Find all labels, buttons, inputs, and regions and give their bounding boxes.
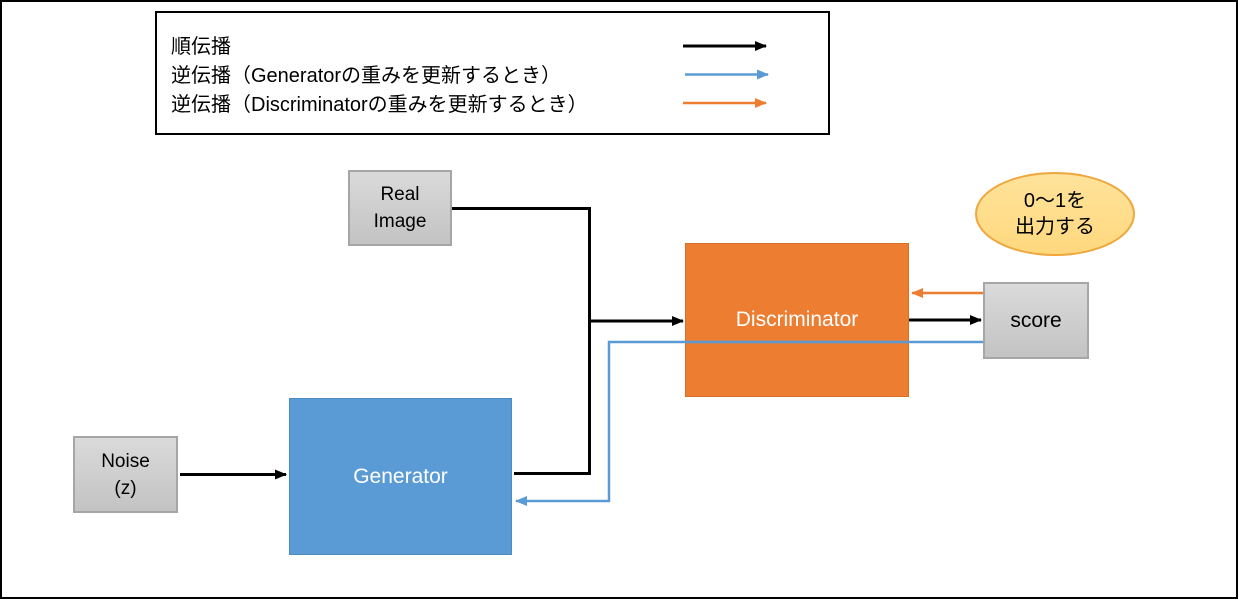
output-range-note-ellipse: 0～1を 出力する bbox=[975, 172, 1135, 256]
real-image-node: Real Image bbox=[348, 170, 452, 246]
output-note-line1: 0～1を bbox=[1023, 190, 1087, 212]
legend-box: 順伝播 逆伝播（Generatorの重みを更新するとき） 逆伝播（Discrim… bbox=[155, 11, 830, 135]
score-node: score bbox=[983, 282, 1089, 359]
noise-label-line2: (z) bbox=[114, 477, 137, 499]
discriminator-node: Discriminator bbox=[685, 243, 909, 397]
noise-label-line1: Noise bbox=[101, 450, 150, 472]
generator-label: Generator bbox=[353, 464, 448, 488]
noise-node: Noise (z) bbox=[73, 436, 178, 513]
real-image-label-line1: Real bbox=[380, 184, 420, 205]
real-image-label-line2: Image bbox=[373, 211, 427, 232]
legend-label-generator-backprop: 逆伝播（Generatorの重みを更新するとき） bbox=[171, 65, 562, 87]
legend-label-forward: 順伝播 bbox=[171, 36, 231, 58]
discriminator-label: Discriminator bbox=[735, 308, 859, 331]
output-note-line2: 出力する bbox=[1015, 216, 1095, 238]
generator-node: Generator bbox=[289, 398, 512, 555]
legend-label-discriminator-backprop: 逆伝播（Discriminatorの重みを更新するとき） bbox=[171, 94, 588, 116]
score-label: score bbox=[1010, 308, 1062, 332]
